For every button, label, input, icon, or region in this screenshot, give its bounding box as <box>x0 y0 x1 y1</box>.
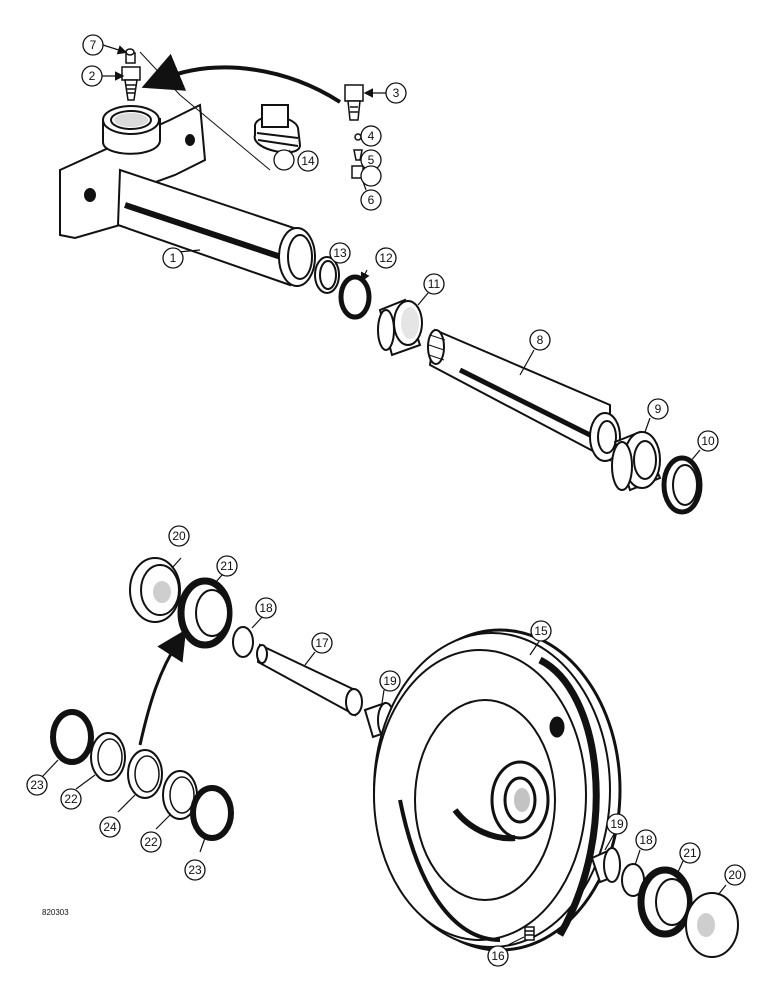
set-screw-part <box>524 926 535 941</box>
seal-part <box>637 866 693 938</box>
seal-part <box>190 785 234 841</box>
figure-id: 820303 <box>42 908 69 917</box>
callout-23-left: 23 <box>30 778 44 792</box>
callout-4: 4 <box>368 129 375 143</box>
relief-valve-part <box>344 84 364 121</box>
snap-ring-part <box>314 256 340 294</box>
square-plug-part <box>253 104 302 154</box>
callout-19-lower: 19 <box>610 817 624 831</box>
cylinder-housing <box>59 103 316 287</box>
callout-circle-6 <box>360 189 382 211</box>
callout-1: 1 <box>170 251 177 265</box>
callout-9: 9 <box>655 402 662 416</box>
spacer-ring-part <box>134 755 160 793</box>
cover-plate-part <box>685 892 739 958</box>
ring-part <box>169 776 195 814</box>
callout-18-lower: 18 <box>639 833 653 847</box>
bushing-part <box>377 298 423 357</box>
callout-8: 8 <box>537 333 544 347</box>
callout-6-label: 6 <box>368 193 375 207</box>
spacer-ring-part <box>127 749 163 799</box>
callout-18-upper: 18 <box>259 601 273 615</box>
assembly-arrow <box>138 629 187 746</box>
callout-22-right: 22 <box>144 835 158 849</box>
callout-3: 3 <box>393 86 400 100</box>
callout-leaders <box>41 44 727 947</box>
ring-part <box>97 738 123 776</box>
bushing-part <box>611 430 662 492</box>
callout-19-upper: 19 <box>383 674 397 688</box>
callout-22-left: 22 <box>64 792 78 806</box>
callout-7: 7 <box>90 38 97 52</box>
ring-part <box>90 732 126 782</box>
callout-23-right: 23 <box>188 863 202 877</box>
idler-wheel-part <box>373 628 622 952</box>
wiper-ring-part <box>661 455 703 515</box>
grease-fitting-part <box>125 48 136 64</box>
callout-14: 14 <box>301 154 315 168</box>
seal-ring-part <box>338 274 372 320</box>
seal-part <box>177 577 233 649</box>
callout-15: 15 <box>534 624 548 638</box>
callout-13: 13 <box>333 246 347 260</box>
washer-part <box>232 626 254 658</box>
callout-10: 10 <box>701 434 715 448</box>
callout-11: 11 <box>428 277 441 291</box>
shaft-part <box>256 643 363 717</box>
callout-2: 2 <box>89 69 96 83</box>
callout-5: 5 <box>368 153 375 167</box>
collar-part <box>590 847 621 884</box>
callout-20-lower: 20 <box>728 868 742 882</box>
callout-21-lower: 21 <box>683 846 697 860</box>
spring-part <box>353 149 363 161</box>
assembly-arrow <box>141 53 342 104</box>
callout-16: 16 <box>491 949 505 963</box>
callout-20-upper: 20 <box>172 529 186 543</box>
callout-12: 12 <box>379 251 393 265</box>
callout-circles <box>26 34 746 967</box>
ball-part <box>354 133 362 141</box>
cover-plate-part <box>129 557 181 623</box>
callout-24: 24 <box>103 820 117 834</box>
valve-fitting-part <box>121 66 141 101</box>
callout-17: 17 <box>315 636 329 650</box>
piston-rod-part <box>427 328 621 462</box>
seal-part <box>50 709 94 765</box>
callout-21-upper: 21 <box>220 559 234 573</box>
